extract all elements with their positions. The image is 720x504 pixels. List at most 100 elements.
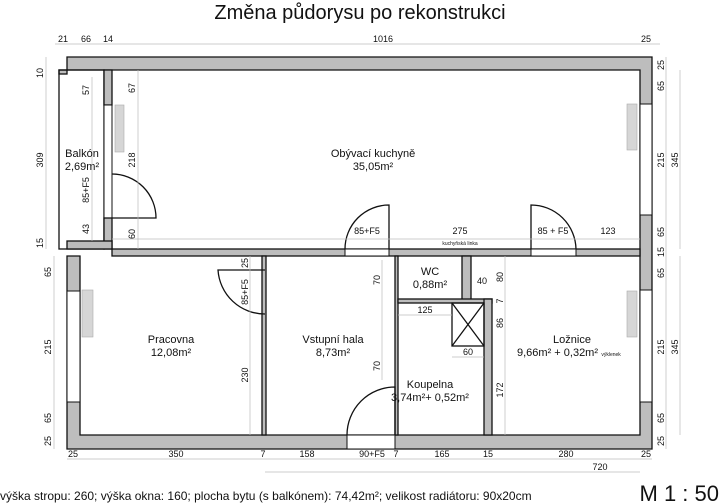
room-note: výklenek <box>601 352 621 358</box>
label: 7 <box>393 449 398 459</box>
label: 7 <box>260 449 265 459</box>
label: 25 <box>641 34 651 44</box>
label: 1016 <box>373 34 393 44</box>
radiator-icon <box>114 104 125 153</box>
label: 65 <box>656 413 666 423</box>
room-balkon: Balkón 2,69m² <box>65 148 100 173</box>
dimensions-balcony: 57 85+F5 43 <box>81 85 91 234</box>
label: 85+F5 <box>81 177 91 203</box>
radiator-icon <box>626 290 638 338</box>
dimension-lines <box>45 43 681 473</box>
dimensions-left: 10 309 15 65 215 65 25 <box>35 68 53 446</box>
label: 275 <box>452 226 467 236</box>
walls <box>58 56 653 450</box>
label: 67 <box>127 83 137 93</box>
door-living-1 <box>344 204 390 250</box>
label: 125 <box>417 305 432 315</box>
window-bedroom <box>639 289 653 403</box>
label: 40 <box>477 276 487 286</box>
label: 86 <box>495 318 505 328</box>
room-wc: WC 0,88m² <box>413 266 448 291</box>
footer-info: výška stropu: 260; výška okna: 160; ploc… <box>0 489 532 503</box>
dimensions-living: 67 218 60 85+F5 275 kuchyňská linka 85 +… <box>127 83 616 247</box>
label: Vstupní hala <box>302 334 364 346</box>
shower-icon <box>451 302 485 347</box>
label: 66 <box>81 34 91 44</box>
room-area: 9,66m² + 0,32m² <box>517 347 598 359</box>
label: 60 <box>127 229 137 239</box>
radiator-icon <box>81 289 94 338</box>
room-loznice: Ložnice 9,66m² + 0,32m² výklenek <box>517 334 621 359</box>
label: 123 <box>600 226 615 236</box>
label: 280 <box>558 449 573 459</box>
label: 7 <box>495 298 505 303</box>
label: 25 <box>240 258 250 268</box>
dimensions-bottom: 25 350 7 158 90+F5 7 165 15 280 25 720 <box>68 449 651 472</box>
label: Pracovna <box>148 334 195 346</box>
label: 25 <box>43 436 53 446</box>
label: 65 <box>656 227 666 237</box>
label: WC <box>421 266 439 278</box>
room-obyvaci-kuchyne: Obývací kuchyně 35,05m² <box>331 148 415 173</box>
label: 720 <box>592 462 607 472</box>
label: 65 <box>656 81 666 91</box>
label: 65 <box>656 268 666 278</box>
label: 35,05m² <box>353 161 394 173</box>
label: 8,73m² <box>316 347 351 359</box>
label: 85+F5 <box>240 279 250 305</box>
label: 230 <box>240 367 250 382</box>
label: 350 <box>168 449 183 459</box>
label: 25 <box>641 449 651 459</box>
room-pracovna: Pracovna 12,08m² <box>148 334 195 359</box>
label: 345 <box>670 339 680 354</box>
label: 65 <box>43 413 53 423</box>
label: 70 <box>372 275 382 285</box>
label: 215 <box>656 152 666 167</box>
label: 25 <box>656 60 666 70</box>
label: 15 <box>35 238 45 248</box>
radiator-icon <box>626 103 638 151</box>
window-living <box>639 103 653 216</box>
label: Balkón <box>65 148 99 160</box>
room-koupelna: Koupelna 3,74m²+ 0,52m² <box>391 379 469 404</box>
label: 15 <box>656 247 666 257</box>
label: 172 <box>495 382 505 397</box>
label: 43 <box>81 224 91 234</box>
door-entrance <box>346 386 396 436</box>
label: 309 <box>35 152 45 167</box>
dimensions-top: 21 66 14 1016 25 <box>58 34 651 44</box>
label: 10 <box>35 68 45 78</box>
label: 15 <box>483 449 493 459</box>
doors <box>111 173 577 436</box>
door-balcony <box>111 173 157 219</box>
balcony-window <box>103 104 113 219</box>
dimensions-right: 25 65 215 65 15 65 215 65 25 345 345 <box>656 60 680 446</box>
label: 158 <box>299 449 314 459</box>
label: Obývací kuchyně <box>331 148 415 160</box>
label: 65 <box>43 267 53 277</box>
label: 21 <box>58 34 68 44</box>
label: 215 <box>43 339 53 354</box>
label: 25 <box>656 436 666 446</box>
door-study <box>217 269 266 315</box>
label: 14 <box>103 34 113 44</box>
radiators <box>81 103 638 338</box>
room-vstupni-hala: Vstupní hala 8,73m² <box>302 334 364 359</box>
dimensions-interior: 25 85+F5 230 70 70 40 80 7 86 172 125 60 <box>240 258 505 398</box>
label: 60 <box>463 347 473 357</box>
scale-label: M 1 : 50 <box>640 481 719 504</box>
label: 165 <box>434 449 449 459</box>
label: 3,74m²+ 0,52m² <box>391 392 469 404</box>
label: 215 <box>656 339 666 354</box>
label: 85 + F5 <box>538 226 569 236</box>
label: 345 <box>670 152 680 167</box>
label: 85+F5 <box>354 226 380 236</box>
kitchen-counter-label: kuchyňská linka <box>442 241 478 247</box>
door-living-2 <box>530 204 577 250</box>
plan-title: Změna půdorysu po rekonstrukci <box>214 2 505 24</box>
label: 12,08m² <box>151 347 192 359</box>
label: 25 <box>68 449 78 459</box>
label: 2,69m² <box>65 161 100 173</box>
label: 90+F5 <box>359 449 385 459</box>
